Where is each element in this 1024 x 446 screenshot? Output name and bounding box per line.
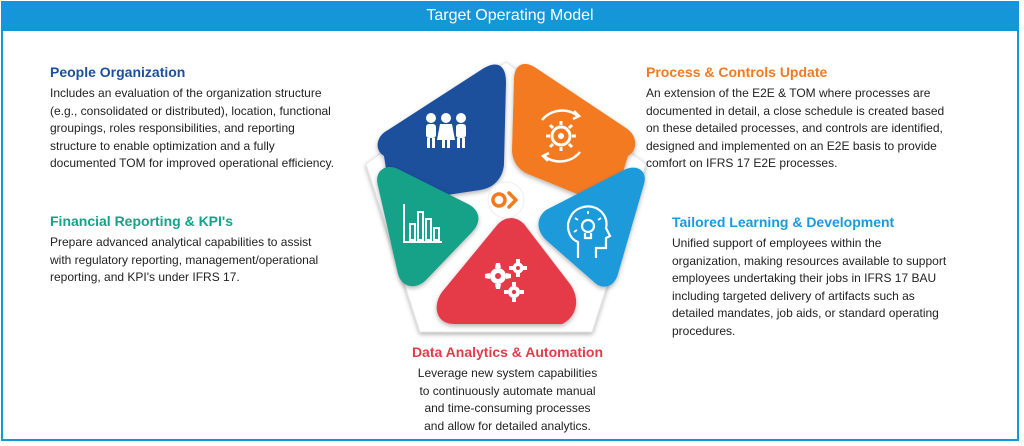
financial-reporting-heading: Financial Reporting & KPI's [50, 213, 234, 229]
segment-people [377, 64, 506, 201]
head-lightbulb-icon [567, 205, 612, 258]
tom-wheel [365, 61, 647, 333]
process-controls-text: An extension of the E2E & TOM where proc… [646, 85, 991, 173]
diagram-title: Target Operating Model [1, 1, 1019, 31]
segment-analytics [436, 218, 577, 324]
people-organization-heading: People Organization [50, 64, 186, 80]
text-line: on these detailed processes, and control… [646, 121, 943, 135]
text-line: documented in detail, a close schedule i… [646, 103, 945, 118]
text-line: documented TOM for improved operational … [50, 156, 334, 170]
bar-chart-icon [403, 204, 442, 243]
segment-financial [377, 166, 479, 287]
text-line: procedures. [672, 323, 736, 338]
people-organization-block: People Organization Includes an evaluati… [50, 64, 380, 173]
people-icon [426, 113, 466, 148]
data-analytics-block: Data Analytics & Automation Leverage new… [370, 344, 645, 435]
text-line: Unified support of employees within the [672, 236, 882, 250]
text-line: with regulatory reporting, management/op… [50, 252, 319, 267]
financial-reporting-block: Financial Reporting & KPI's Prepare adva… [50, 213, 360, 287]
text-line: An extension of the E2E & TOM where proc… [646, 86, 931, 100]
text-line: and allow for detailed analytics. [424, 418, 591, 433]
gears-icon [485, 259, 527, 302]
financial-reporting-text: Prepare advanced analytical capabilities… [50, 234, 360, 287]
text-line: groupings, roles responsibilities, and r… [50, 121, 295, 135]
text-line: Leverage new system capabilities [417, 366, 598, 380]
text-line: structure to enable optimization and a f… [50, 138, 275, 153]
logo-icon [491, 191, 518, 209]
data-analytics-text: Leverage new system capabilities to cont… [370, 365, 645, 435]
text-line: organization, making resources available… [672, 253, 947, 268]
process-controls-heading: Process & Controls Update [646, 64, 828, 80]
learning-development-text: Unified support of employees within the … [672, 235, 1002, 340]
data-analytics-heading: Data Analytics & Automation [411, 344, 604, 360]
text-line: Includes an evaluation of the organizati… [50, 86, 322, 100]
learning-development-heading: Tailored Learning & Development [672, 214, 895, 230]
segment-process [512, 64, 636, 202]
text-line: to continuously automate manual [419, 383, 596, 398]
learning-development-block: Tailored Learning & Development Unified … [672, 214, 1002, 340]
process-controls-block: Process & Controls Update An extension o… [646, 64, 991, 173]
text-line: designed and implemented on an E2E basis… [646, 138, 937, 153]
people-organization-text: Includes an evaluation of the organizati… [50, 85, 380, 173]
gears-cycle-icon [540, 109, 582, 163]
segment-learning [538, 167, 645, 287]
text-line: comfort on IFRS 17 E2E processes. [646, 156, 838, 170]
text-line: Prepare advanced analytical capabilities… [50, 235, 312, 249]
center-logo [487, 181, 525, 219]
text-line: including targeted delivery of artifacts… [672, 288, 915, 303]
text-line: and time-consuming processes [424, 401, 591, 415]
text-line: employees undertaking their jobs in IFRS… [672, 271, 937, 285]
text-line: detailed mandates, job aids, or standard… [672, 306, 939, 320]
text-line: (e.g., consolidated or distributed), loc… [50, 103, 331, 118]
text-line: reporting, and KPI's under IFRS 17. [50, 270, 240, 284]
